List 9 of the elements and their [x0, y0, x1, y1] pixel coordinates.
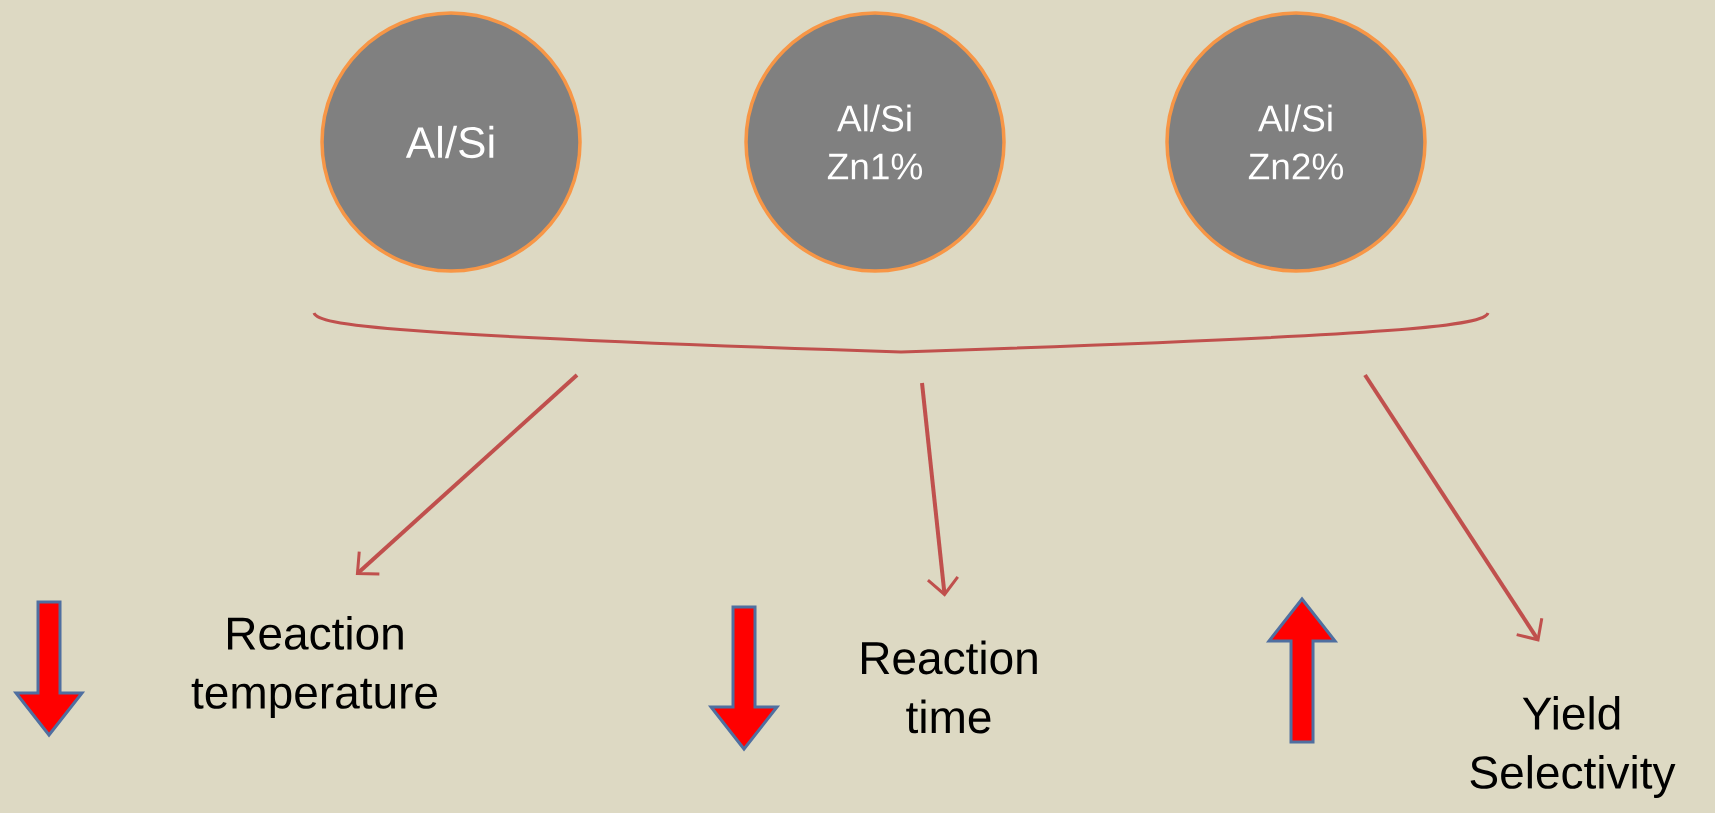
arrow — [1363, 373, 1544, 642]
result-label: Reaction time — [862, 640, 1037, 734]
result-label: Yield Selectivity — [1470, 696, 1676, 798]
result-label: Reaction temperature — [191, 616, 437, 718]
circle-node: Al/Si — [320, 11, 582, 273]
circle-node: Al/Si Zn1% — [744, 11, 1006, 273]
arrow — [355, 373, 579, 576]
arrow — [920, 382, 959, 597]
circle-node: Al/Si Zn2% — [1165, 11, 1427, 273]
